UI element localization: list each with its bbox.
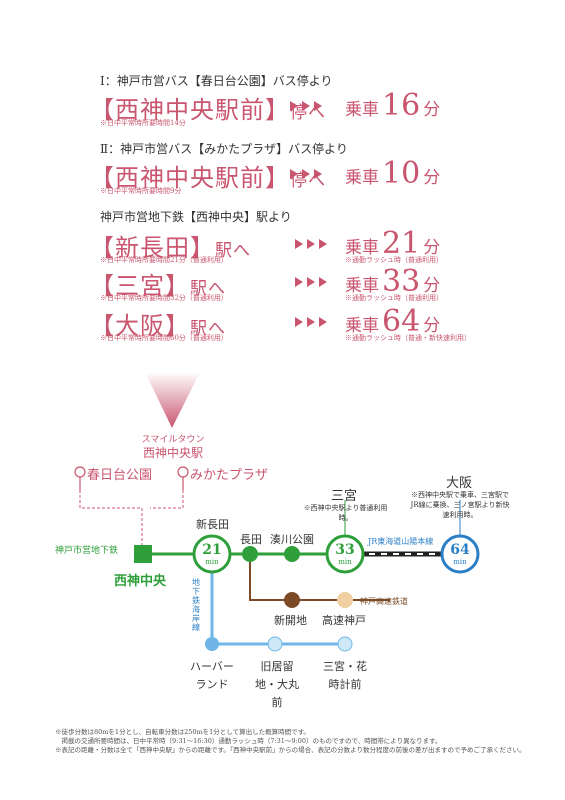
route4-note2: ※通勤ラッシュ時（普通利用） [345, 294, 443, 302]
route3-arrows [295, 238, 331, 252]
kyukyoryuchi-label: 旧居留地・大丸前 [255, 660, 299, 709]
route1-ride-label: 乗車 [345, 100, 379, 120]
route1-note: ※日中平常時所要時間14分 [100, 119, 186, 127]
footer-note-1: ※徒歩分数は80mを1分とし、自転車分数は250mを1分として算出した概算時間で… [55, 728, 310, 736]
route4-dest: 【三宮】駅へ [90, 266, 226, 301]
osaka-station-marker [440, 534, 480, 574]
jr-line-label: JR東海道山陽本線 [368, 537, 434, 546]
route4-suffix: 駅へ [190, 279, 226, 299]
kobe-kosoku-line [249, 554, 390, 601]
location-pointer [145, 372, 200, 428]
route5-note2: ※通勤ラッシュ時（普通・新快速利用） [345, 334, 471, 342]
route4-minutes: 33 [382, 264, 421, 299]
subway-line-label: 神戸市営地下鉄 [55, 546, 119, 556]
route3-suffix: 駅へ [215, 241, 251, 261]
nagata-label: 長田 [240, 533, 262, 546]
route5-arrows [295, 316, 331, 330]
mikata-label: みかたプラザ [190, 468, 269, 483]
seishin-chuo-label: 西神中央 [114, 574, 167, 589]
route2-header: Ⅱ：神戸市営バス【みかたプラザ】バス停より [100, 142, 348, 156]
nagata-station-marker [242, 546, 258, 562]
footer-note-2: 掲載の交通所要時間は、日中平常時（9:31〜16:30）通勤ラッシュ時（7:31… [55, 737, 442, 745]
route1-arrows [290, 100, 326, 114]
kosoku-kobe-station-marker [337, 592, 353, 608]
sannomiya-station-marker [325, 534, 365, 574]
kasugadai-label: 春日台公園 [87, 468, 153, 483]
route4-note: ※日中平常時所要時間32分（普通利用） [100, 294, 228, 302]
route4-dest-name: 【三宮】 [90, 272, 190, 300]
shinkaichi-label: 新開地 [274, 614, 307, 627]
footer-note-3: ※表記の距離・分数は全て「西神中央駅」からの距離です。「西神中央駅前」からの場合… [55, 746, 526, 754]
osaka-note: ※西神中央駅で乗車、三宮駅でJR線に乗換、三ノ宮駅より新快速利用時。 [410, 491, 510, 519]
sannomiya-min-unit: min [338, 558, 352, 566]
route3-dest-name: 【新長田】 [90, 234, 215, 262]
shin-nagata-station-marker [192, 534, 232, 574]
route3-unit: 分 [423, 238, 441, 258]
route5-note: ※日中平常時所要時間60分（普通利用） [100, 334, 228, 342]
harborland-label: ハーバーランド [190, 660, 234, 691]
route1-unit: 分 [423, 100, 441, 120]
route1-dest-name: 【西神中央駅前】 [90, 96, 290, 124]
route2-note: ※日中平常時所要時間9分 [100, 187, 182, 195]
osaka-label: 大阪 [446, 476, 473, 491]
kosoku-kobe-label: 高速神戸 [322, 614, 366, 627]
sannomiya-label: 三宮 [331, 489, 358, 504]
mikata-pin-icon [177, 466, 189, 490]
route5-suffix: 駅へ [190, 319, 226, 339]
sannomiya-minutes: 33 [335, 542, 355, 558]
minatogawa-station-marker [284, 546, 300, 562]
route3-ride-label: 乗車 [345, 238, 379, 258]
route3-minutes: 21 [382, 226, 421, 261]
route2-minutes: 10 [382, 156, 421, 191]
seishin-chuo-station-marker [134, 545, 152, 563]
route5-dest: 【大阪】駅へ [90, 306, 226, 341]
route1-minutes: 16 [382, 88, 421, 123]
shinkaichi-station-marker [284, 592, 300, 608]
shin-nagata-label: 新長田 [196, 518, 229, 531]
route5-ride-label: 乗車 [345, 316, 379, 336]
kasugadai-pin-icon [74, 466, 86, 490]
kobe-kosoku-label: 神戸高速鉄道 [360, 597, 408, 606]
route3-dest: 【新長田】駅へ [90, 228, 251, 263]
kasugadai-dashed-route [79, 490, 143, 545]
route4-arrows [295, 276, 331, 290]
route2-dest: 【西神中央駅前】停へ [90, 158, 326, 193]
route5-unit: 分 [423, 316, 441, 336]
kyukyoryuchi-station-marker [267, 636, 283, 652]
route2-dest-name: 【西神中央駅前】 [90, 164, 290, 192]
route3-note: ※日中平常時所要時間21分（普通利用） [100, 256, 228, 264]
route4-unit: 分 [423, 276, 441, 296]
route3-header: 神戸市営地下鉄【西神中央】駅より [100, 210, 292, 224]
route2-unit: 分 [423, 168, 441, 188]
sannomiya-note: ※西神中央駅より普通利用時。 [303, 504, 388, 522]
minatogawa-label: 湊川公園 [270, 533, 314, 546]
route5-minutes: 64 [382, 304, 421, 339]
seishin-station-label: 西神中央駅 [142, 446, 203, 460]
smile-town-label: スマイルタウン [141, 435, 205, 445]
route2-ride-label: 乗車 [345, 168, 379, 188]
shin-nagata-minutes: 21 [202, 542, 222, 558]
shin-nagata-min-unit: min [205, 558, 219, 566]
route2-arrows [290, 168, 326, 182]
hanadokei-station-marker [337, 636, 353, 652]
route4-ride-label: 乗車 [345, 276, 379, 296]
route-map [74, 372, 480, 652]
mikata-dashed-route [150, 490, 184, 509]
route3-note2: ※通勤ラッシュ時（普通利用） [345, 256, 443, 264]
hanadokei-label: 三宮・花時計前 [323, 660, 367, 691]
osaka-min-unit: min [453, 558, 467, 566]
route5-dest-name: 【大阪】 [90, 312, 190, 340]
osaka-minutes: 64 [450, 542, 470, 558]
route1-header: Ⅰ：神戸市営バス【春日台公園】バス停より [100, 74, 333, 88]
harborland-station-marker [205, 637, 219, 651]
kaigan-line-label: 地下鉄海岸線 [192, 578, 200, 632]
